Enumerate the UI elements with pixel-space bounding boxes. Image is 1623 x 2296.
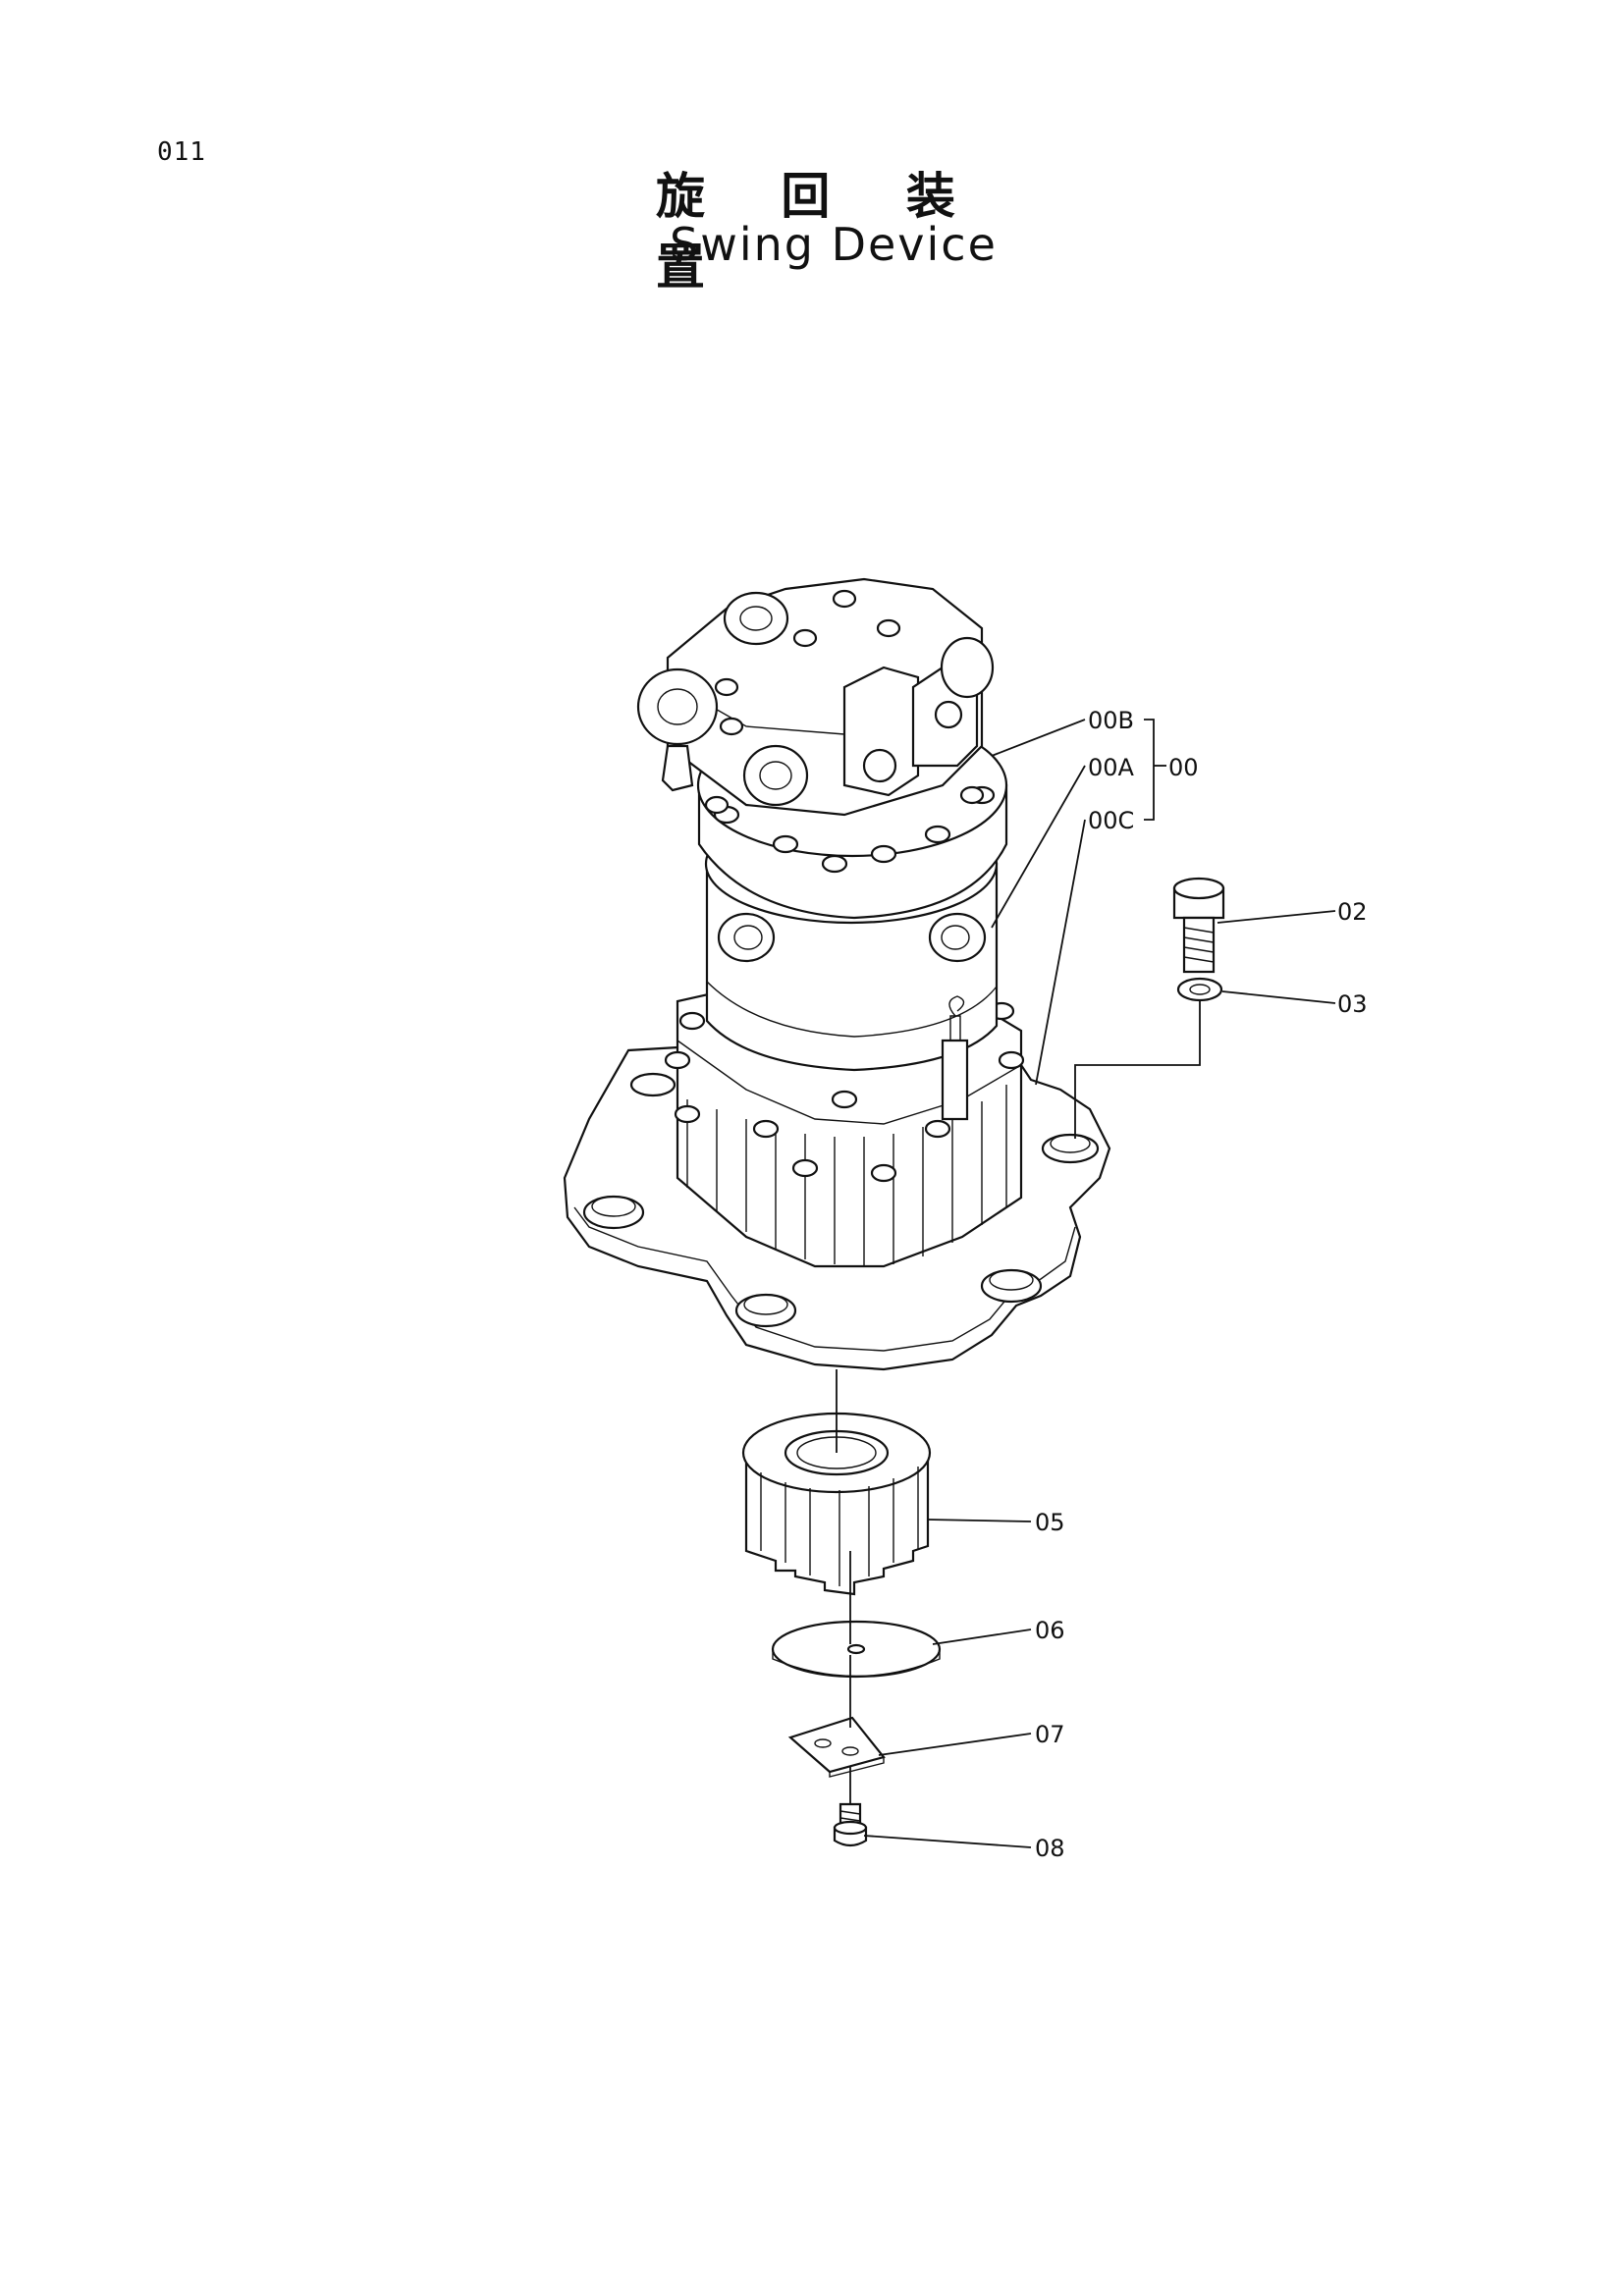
callout-00C: 00C bbox=[1088, 807, 1134, 834]
assembly-lines bbox=[836, 1001, 1201, 1804]
lock-plate-icon bbox=[787, 1716, 886, 1778]
callout-08: 08 bbox=[1035, 1835, 1065, 1862]
leader-lines bbox=[863, 719, 1336, 1848]
page-title-japanese: 旋 回 装 置 bbox=[656, 168, 985, 295]
callout-07: 07 bbox=[1035, 1721, 1065, 1748]
callout-00A: 00A bbox=[1088, 754, 1135, 781]
swing-motor-icon bbox=[563, 577, 1111, 1371]
plate-icon bbox=[771, 1620, 942, 1679]
callout-00: 00 bbox=[1168, 754, 1199, 781]
washer-icon bbox=[1176, 977, 1223, 1002]
page-number: 011 bbox=[157, 137, 206, 167]
valve-block bbox=[636, 577, 995, 817]
callout-02: 02 bbox=[1337, 898, 1368, 926]
screw-icon bbox=[833, 1802, 868, 1847]
page-title-english: Swing Device bbox=[670, 218, 998, 271]
callout-06: 06 bbox=[1035, 1617, 1065, 1644]
callout-05: 05 bbox=[1035, 1509, 1065, 1536]
callout-03: 03 bbox=[1337, 990, 1368, 1018]
bolt-icon bbox=[1172, 877, 1225, 974]
sensor-pin bbox=[941, 995, 969, 1121]
callout-labels: 00B 00A 00 00C 02 03 05 06 07 08 bbox=[1035, 707, 1368, 1862]
callout-00B: 00B bbox=[1088, 707, 1134, 734]
